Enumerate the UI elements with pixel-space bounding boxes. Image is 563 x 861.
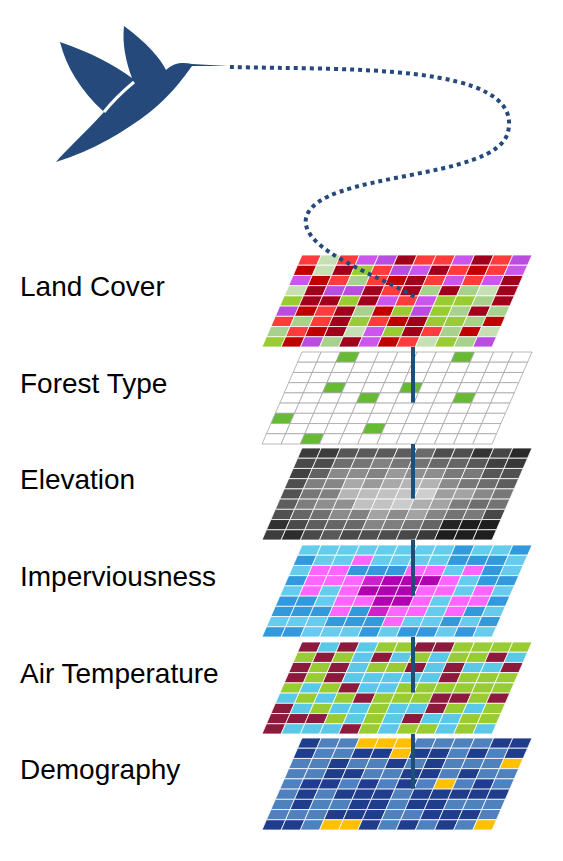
grid-cell — [500, 372, 524, 382]
axis-connector — [411, 444, 415, 448]
grid-cell — [482, 606, 506, 616]
layer-panel: Elevation — [20, 448, 534, 540]
grid-cell — [504, 652, 528, 662]
grid-cell — [504, 458, 528, 468]
grid-cell — [508, 255, 532, 265]
grid-cell — [508, 642, 532, 652]
grid-cell — [508, 545, 532, 555]
layer-label: Demography — [20, 754, 180, 786]
layer-panel: Demography — [20, 738, 534, 830]
axis-connector — [411, 347, 415, 352]
grid-cell — [491, 489, 515, 499]
layer-label: Land Cover — [20, 271, 165, 303]
layer-label: Elevation — [20, 464, 135, 496]
layer-label: Air Temperature — [20, 658, 219, 690]
grid-cell — [495, 769, 519, 779]
grid-cell — [504, 362, 528, 372]
grid-cell — [504, 748, 528, 758]
grid-cell — [504, 265, 528, 275]
grid-cell — [477, 424, 501, 434]
grid-cell — [491, 779, 515, 789]
grid-cell — [495, 576, 519, 586]
grid-cell — [500, 565, 524, 575]
grid-cell — [473, 820, 497, 830]
grid-cell — [500, 468, 524, 478]
grid-cell — [473, 530, 497, 540]
grid-cell — [473, 627, 497, 637]
axis-line — [411, 545, 415, 596]
grid-cell — [486, 403, 510, 413]
grid-cell — [477, 714, 501, 724]
flight-path — [230, 67, 509, 297]
grid-cell — [477, 810, 501, 820]
grid-cell — [495, 673, 519, 683]
layer-panel: Imperviousness — [20, 545, 534, 637]
grid-cell — [491, 586, 515, 596]
grid-cell — [495, 479, 519, 489]
grid-cell — [482, 509, 506, 519]
grid-cell — [504, 555, 528, 565]
axis-line — [411, 738, 415, 789]
layer-panel: Forest Type — [20, 352, 534, 444]
map-layer — [262, 255, 532, 347]
grid-cell — [491, 393, 515, 403]
grid-cell — [477, 327, 501, 337]
axis-connector — [411, 734, 415, 738]
grid-cell — [500, 275, 524, 285]
layer-label: Imperviousness — [20, 561, 216, 593]
map-layer — [262, 448, 532, 540]
map-layer — [262, 352, 532, 444]
grid-cell — [508, 738, 532, 748]
wing-gap — [104, 82, 134, 112]
grid-cell — [486, 306, 510, 316]
grid-cell — [473, 337, 497, 347]
grid-cell — [500, 758, 524, 768]
layer-panel: Land Cover — [20, 255, 534, 347]
grid-cell — [486, 499, 510, 509]
grid-cell — [477, 520, 501, 530]
grid-cell — [482, 799, 506, 809]
grid-cell — [508, 448, 532, 458]
hummingbird-icon — [56, 26, 228, 162]
grid-cell — [482, 316, 506, 326]
grid-cell — [473, 434, 497, 444]
grid-cell — [495, 383, 519, 393]
map-layer — [262, 642, 532, 734]
grid-cell — [495, 286, 519, 296]
grid-cell — [473, 724, 497, 734]
map-layer — [262, 545, 532, 637]
grid-cell — [491, 296, 515, 306]
grid-cell — [482, 413, 506, 423]
grid-cell — [486, 693, 510, 703]
grid-cell — [482, 703, 506, 713]
grid-cell — [486, 596, 510, 606]
grid-cell — [486, 789, 510, 799]
axis-connector — [411, 540, 415, 545]
layer-panel: Air Temperature — [20, 642, 534, 734]
map-layer — [262, 738, 532, 830]
grid-cell — [491, 683, 515, 693]
grid-cell — [500, 662, 524, 672]
axis-connector — [411, 637, 415, 642]
layer-label: Forest Type — [20, 368, 167, 400]
axis-line — [411, 448, 415, 499]
axis-line — [411, 352, 415, 403]
grid-cell — [508, 352, 532, 362]
grid-cell — [477, 617, 501, 627]
axis-line — [411, 642, 415, 693]
